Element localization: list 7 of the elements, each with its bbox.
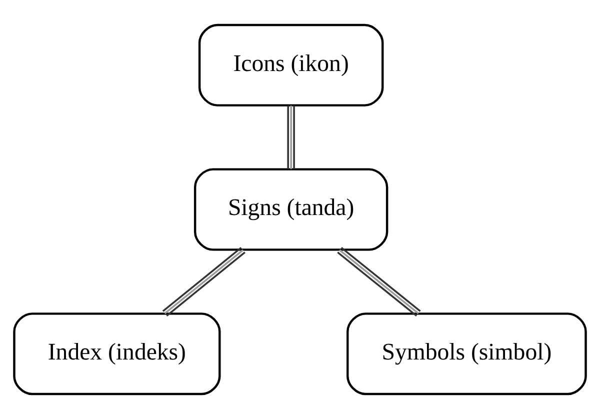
connector bbox=[162, 247, 246, 316]
node-box: Icons (ikon) bbox=[198, 24, 384, 106]
node-box: Signs (tanda) bbox=[194, 168, 388, 251]
node-box: Index (indeks) bbox=[13, 312, 221, 396]
connector bbox=[337, 246, 421, 316]
connector bbox=[287, 106, 295, 170]
node-box: Symbols (simbol) bbox=[346, 312, 587, 396]
